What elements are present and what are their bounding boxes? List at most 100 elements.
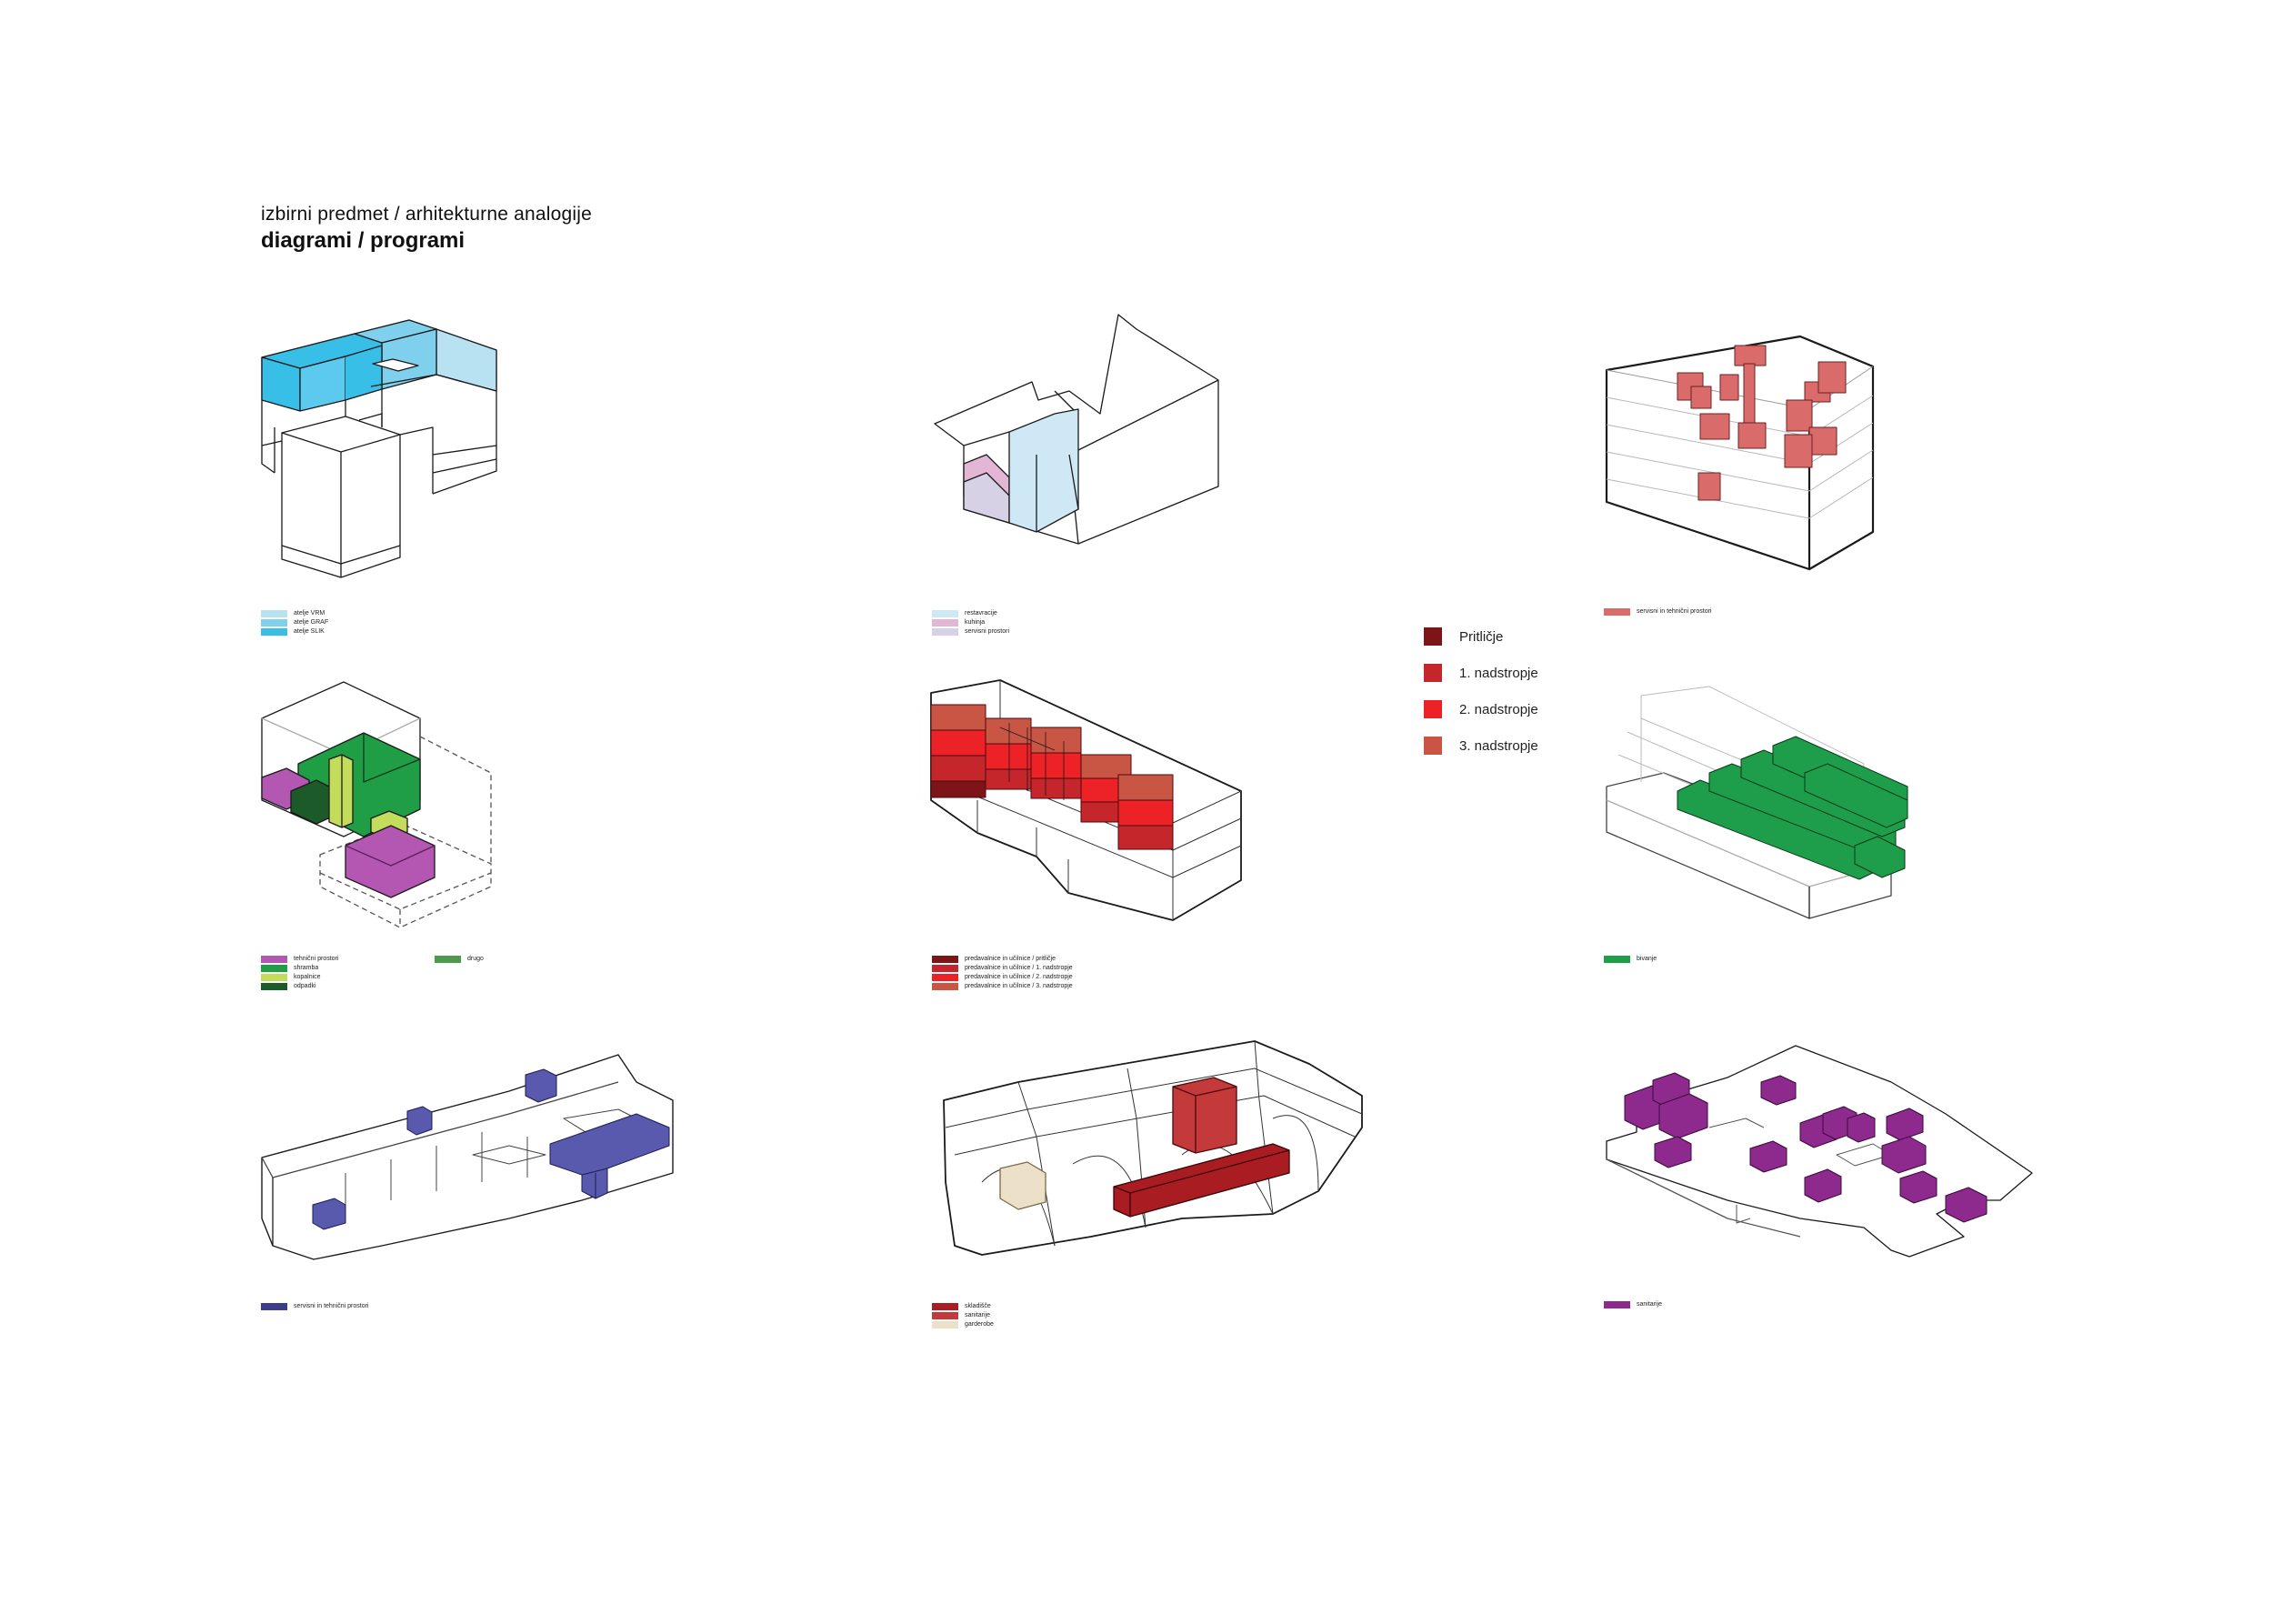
floor2-box <box>1030 752 1082 779</box>
legend-label: atelje SLIK <box>294 628 325 635</box>
legend-label: bivanje <box>1637 956 1657 962</box>
diagram-restavracije <box>934 314 1219 545</box>
floor-legend-item: 2. nadstropje <box>1424 691 1538 727</box>
floor-legend-swatch <box>1424 627 1442 646</box>
legend-label: skladišče <box>965 1303 991 1309</box>
legend-item: kuhinja <box>932 618 1009 627</box>
legend-item: servisni in tehnični prostori <box>1604 607 1711 617</box>
legend-item: servisni prostori <box>932 627 1009 637</box>
page-header: izbirni predmet / arhitekturne analogije… <box>261 202 592 255</box>
floor-legend-swatch <box>1424 700 1442 718</box>
purple-block <box>1899 1170 1938 1204</box>
legend-label: sanitarije <box>1637 1301 1663 1308</box>
legend-swatch <box>932 983 958 990</box>
skladisce-block <box>1113 1143 1290 1218</box>
purple-block <box>1886 1108 1924 1141</box>
legend-item: shramba <box>261 964 338 973</box>
legend-swatch <box>261 974 287 981</box>
legend-label: predavalnice in učilnice / 3. nadstropje <box>965 983 1073 989</box>
legend-item: atelje SLIK <box>261 627 328 637</box>
legend-label: servisni in tehnični prostori <box>1637 608 1712 615</box>
purple-block <box>1847 1112 1876 1143</box>
red-box <box>1784 434 1813 468</box>
legend-swatch <box>261 983 287 990</box>
floor-legend: Pritličje 1. nadstropje 2. nadstropje 3. na… <box>1424 618 1538 764</box>
legend-swatch <box>261 628 287 636</box>
legend-label: servisni prostori <box>965 628 1010 635</box>
floor3-box <box>930 704 986 731</box>
page-title: diagrami / programi <box>261 228 466 253</box>
floor-legend-swatch <box>1424 664 1442 682</box>
sanitarije-block <box>1172 1077 1237 1154</box>
diagram-servisni-red <box>1605 335 1875 571</box>
legend-swatch <box>932 1303 958 1310</box>
legend-label: predavalnice in učilnice / pritličje <box>965 956 1056 962</box>
floor-legend-label: Pritličje <box>1459 628 1504 645</box>
red-box <box>1719 374 1739 401</box>
floor-legend-swatch <box>1424 737 1442 755</box>
legend-predavalnice: predavalnice in učilnice / pritličje pred… <box>932 955 1073 991</box>
blue-block-cross <box>549 1113 670 1199</box>
red-box <box>1786 399 1813 432</box>
legend-item: garderobe <box>932 1320 994 1329</box>
legend-label: odpadki <box>294 983 316 989</box>
floor-legend-label: 3. nadstropje <box>1459 737 1538 754</box>
diagram-skladisce <box>943 1040 1363 1256</box>
purple-block <box>1760 1075 1797 1106</box>
legend-item: predavalnice in učilnice / 1. nadstropje <box>932 964 1073 973</box>
atelje-vrm-block <box>436 328 497 392</box>
red-box <box>1697 472 1721 501</box>
floor3-box <box>1030 727 1082 754</box>
legend-label: drugo <box>467 956 484 962</box>
diagram-predavalnice <box>930 679 1242 921</box>
red-box <box>1699 413 1730 440</box>
legend-swatch <box>932 1321 958 1328</box>
red-box <box>1737 422 1767 449</box>
legend-item: drugo <box>435 955 484 964</box>
legend-swatch <box>932 619 958 627</box>
legend-label: servisni in tehnični prostori <box>294 1303 369 1309</box>
legend-swatch <box>435 956 461 963</box>
floor1-box <box>1030 777 1082 799</box>
floor-legend-label: 1. nadstropje <box>1459 665 1538 681</box>
purple-block <box>1945 1187 1988 1223</box>
legend-item: restavracije <box>932 609 1009 618</box>
legend-label: kopalnice <box>294 974 321 980</box>
purple-block <box>1881 1136 1927 1174</box>
blue-block <box>406 1106 433 1136</box>
diagram-tehnicni <box>261 681 492 928</box>
floor-legend-item: 3. nadstropje <box>1424 727 1538 764</box>
legend-swatch <box>1604 956 1630 963</box>
legend-label: atelje GRAF <box>294 619 329 626</box>
blue-block <box>525 1068 557 1103</box>
purple-block <box>1658 1093 1708 1139</box>
legend-item: atelje GRAF <box>261 618 328 627</box>
legend-item: sanitarije <box>932 1311 994 1320</box>
purple-block <box>1654 1136 1692 1168</box>
legend-servisni-red: servisni in tehnični prostori <box>1604 607 1711 617</box>
legend-sanitarije: sanitarije <box>1604 1300 1662 1309</box>
legend-swatch <box>261 956 287 963</box>
floor1-box <box>1117 825 1174 850</box>
bivanje-strip <box>1804 763 1908 828</box>
floor-legend-item: Pritličje <box>1424 618 1538 655</box>
legend-item: servisni in tehnični prostori <box>261 1302 368 1311</box>
garderobe-block <box>999 1161 1046 1210</box>
floor-legend-label: 2. nadstropje <box>1459 701 1538 717</box>
legend-drugo: drugo <box>435 955 484 964</box>
legend-item: atelje VRM <box>261 609 328 618</box>
legend-swatch <box>261 610 287 617</box>
floor2-box <box>985 743 1032 770</box>
floor-legend-item: 1. nadstropje <box>1424 655 1538 691</box>
legend-item: skladišče <box>932 1302 994 1311</box>
diagram-ateljeji <box>261 319 497 578</box>
legend-label: atelje VRM <box>294 610 325 617</box>
legend-item: predavalnice in učilnice / pritličje <box>932 955 1073 964</box>
legend-item: tehnični prostori <box>261 955 338 964</box>
legend-label: shramba <box>294 965 319 971</box>
legend-label: garderobe <box>965 1321 994 1328</box>
restavracija-block <box>1008 408 1079 533</box>
